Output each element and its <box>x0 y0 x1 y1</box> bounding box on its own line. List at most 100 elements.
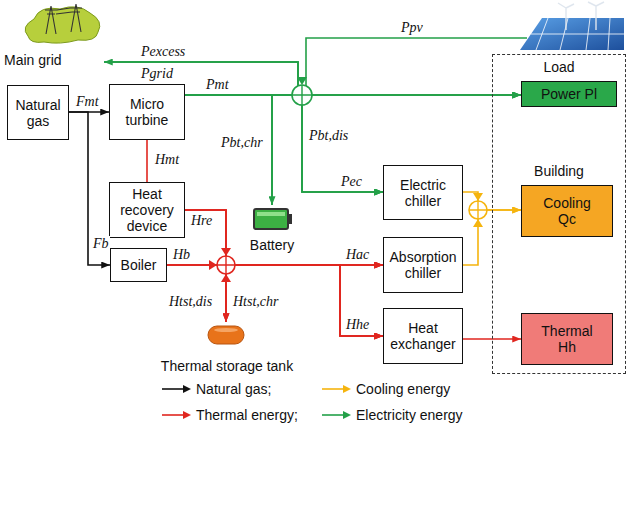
legend-text: Thermal energy; <box>196 407 298 423</box>
edge-label: Hhe <box>345 317 370 332</box>
junction-arrowhead <box>473 193 483 201</box>
edge-label: Pec <box>340 174 363 189</box>
flow-variable: Pgrid <box>140 66 174 81</box>
process-box: Electric chiller <box>383 165 463 220</box>
legend-arrowhead <box>343 385 351 393</box>
grid-land <box>25 7 100 43</box>
flow-connector <box>226 265 383 322</box>
flow-variable: Pbt,chr <box>220 135 264 150</box>
node-label: Absorption chiller <box>387 249 459 281</box>
flow-variable: Hb <box>172 247 191 262</box>
tank-body <box>208 326 244 344</box>
battery-body <box>254 209 288 229</box>
node-label: Micro turbine <box>113 96 181 128</box>
legend-text: Cooling energy <box>356 381 450 397</box>
junction-circle <box>469 201 487 219</box>
pv-line <box>306 38 527 86</box>
edge-label: Hmt <box>154 152 180 167</box>
edge-label: Fmt <box>75 94 100 109</box>
process-box: Micro turbine <box>109 84 185 140</box>
process-box: Absorption chiller <box>383 237 463 293</box>
junction-arrowhead <box>209 260 217 270</box>
flow-connector <box>104 62 383 192</box>
junction-arrowhead <box>297 77 307 85</box>
battery-icon <box>254 209 292 229</box>
load-box: Thermal Hh <box>521 313 613 365</box>
legend-arrowhead <box>343 411 351 419</box>
cooling-junction <box>469 193 487 227</box>
node-caption: Building <box>493 163 625 179</box>
storage-tank: Thermal storage tank <box>156 322 298 374</box>
pv-wind-icon <box>306 2 624 86</box>
node-label: Natural gas <box>11 97 65 129</box>
flow-connector <box>185 210 383 265</box>
legend-arrow <box>162 414 184 416</box>
flow-connector <box>272 95 383 205</box>
legend-text: Natural gas; <box>196 381 271 397</box>
flow-connector <box>185 95 272 205</box>
junction-cross <box>469 201 487 219</box>
flow-connector <box>185 210 383 336</box>
grid-icon <box>25 4 100 43</box>
process-box: Natural gas <box>7 85 69 140</box>
legend-arrowhead <box>183 411 191 419</box>
load-box: Power Pl <box>521 81 617 107</box>
battery: Battery <box>244 205 300 253</box>
legend-arrow <box>322 388 344 390</box>
flow-connector <box>167 265 383 336</box>
battery-shine <box>257 212 285 216</box>
node-label: Electric chiller <box>387 177 459 209</box>
process-box: Heat exchanger <box>383 308 463 364</box>
flow-variable: Pmt <box>205 77 230 92</box>
junction-cross <box>292 85 312 105</box>
node-label: Heat exchanger <box>387 320 459 352</box>
legend-arrow <box>322 414 344 416</box>
pv-grid-lines <box>531 18 624 50</box>
flow-connector <box>146 140 148 182</box>
electric-junction <box>292 77 312 105</box>
node-label: Load <box>493 59 625 75</box>
junction-circle <box>292 85 312 105</box>
pv-panel <box>520 18 624 50</box>
tank-shine <box>214 328 238 332</box>
load-box: Cooling Qc <box>521 185 613 237</box>
battery-cap <box>288 214 292 224</box>
flow-connector <box>167 265 226 322</box>
tank-icon <box>208 326 244 344</box>
junction-arrowhead <box>221 248 231 256</box>
node-label: Cooling Qc <box>534 195 600 227</box>
node-label: Power Pl <box>541 86 597 102</box>
building-region: LoadBuilding Power Pl Cooling Qc Thermal Hh <box>492 54 626 374</box>
flow-variable: Htst,chr <box>232 294 280 309</box>
flow-variable: Ppv <box>400 20 424 35</box>
flow-variable: Pbt,dis <box>308 128 349 143</box>
pylon <box>45 4 82 34</box>
node-label: Heat recovery device <box>113 186 181 234</box>
junction-circle <box>217 256 235 274</box>
node-label: Battery <box>250 237 294 253</box>
flow-connector <box>185 95 383 192</box>
node-label: Main grid <box>4 52 62 68</box>
flow-connector <box>226 265 383 336</box>
junction-arrowhead <box>221 274 231 282</box>
legend-arrow <box>162 388 184 390</box>
node-label: Thermal Hh <box>534 323 600 355</box>
legend-arrowhead <box>183 385 191 393</box>
flow-variable: Htst,dis <box>168 294 213 309</box>
main-grid: Main grid <box>4 2 104 68</box>
flow-variable: Hre <box>190 213 213 228</box>
process-box: Boiler <box>110 248 167 282</box>
process-box: Heat recovery device <box>109 182 185 238</box>
edge-label: Fb <box>92 236 110 251</box>
thermal-junction <box>209 248 235 282</box>
wind-turbine <box>558 2 604 30</box>
flow-connector <box>69 112 110 265</box>
junction-arrowhead <box>473 219 483 227</box>
flow-variable: Pexcess <box>140 44 186 59</box>
node-label: Boiler <box>121 257 157 273</box>
junction-cross <box>217 256 235 274</box>
